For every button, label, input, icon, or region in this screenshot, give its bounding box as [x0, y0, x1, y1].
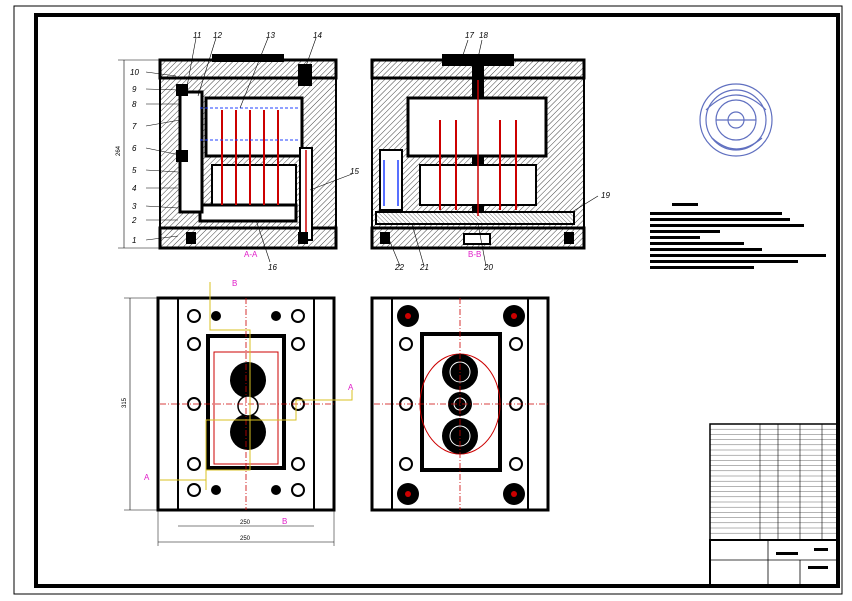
- dim-plan-width-inner-label: 250: [240, 520, 251, 526]
- part-label-9: 9: [132, 85, 137, 94]
- section-mark-b-top: B: [232, 279, 237, 288]
- part-label-4: 4: [132, 184, 137, 193]
- technical-notes: [650, 203, 826, 269]
- section-mark-a-right: A: [348, 383, 354, 392]
- part-label-10: 10: [130, 68, 139, 77]
- part-label-1: 1: [132, 236, 136, 245]
- part-label-2: 2: [131, 216, 137, 225]
- part-label-8: 8: [132, 100, 137, 109]
- leaders-aa: [145, 37, 353, 263]
- part-label-21: 21: [419, 263, 429, 272]
- part-label-11: 11: [193, 31, 201, 40]
- section-bb-label: B-B: [468, 250, 481, 259]
- part-label-20: 20: [483, 263, 493, 272]
- leaders-bb: [385, 39, 599, 267]
- dim-plan-height-label: 315: [122, 397, 128, 408]
- part-label-5: 5: [132, 166, 137, 175]
- part-label-19: 19: [601, 191, 610, 200]
- dim-plan-width-outer-label: 250: [240, 536, 251, 542]
- part-label-22: 22: [394, 263, 404, 272]
- dimension-plan-height: 315: [122, 297, 158, 511]
- part-label-12: 12: [213, 31, 222, 40]
- part-label-14: 14: [313, 31, 322, 40]
- part-label-17: 17: [465, 31, 474, 40]
- dim-left-height-label: 264: [116, 145, 122, 156]
- title-block: [709, 539, 839, 587]
- section-mark-b-bottom: B: [282, 517, 287, 526]
- product-wheel-icon: [699, 83, 773, 157]
- plan-section-marks: B B A A: [144, 279, 354, 526]
- parts-list-table: [709, 423, 839, 541]
- part-label-16: 16: [268, 263, 277, 272]
- section-mark-a-left: A: [144, 473, 150, 482]
- section-aa-label: A-A: [244, 250, 258, 259]
- dimension-plan-width: 250 250: [157, 510, 335, 546]
- section-view-bb: [370, 54, 586, 250]
- section-view-aa: [158, 54, 338, 250]
- part-label-13: 13: [266, 31, 275, 40]
- part-label-7: 7: [132, 122, 137, 131]
- plan-view-left: [156, 282, 353, 512]
- plan-view-right: [370, 296, 550, 512]
- inner-frame: [34, 13, 840, 588]
- part-label-15: 15: [350, 167, 359, 176]
- part-label-6: 6: [132, 144, 137, 153]
- part-label-18: 18: [479, 31, 488, 40]
- outer-frame: [13, 5, 843, 595]
- dimension-left-height: 2 6 4: [116, 59, 160, 249]
- part-label-3: 3: [132, 202, 137, 211]
